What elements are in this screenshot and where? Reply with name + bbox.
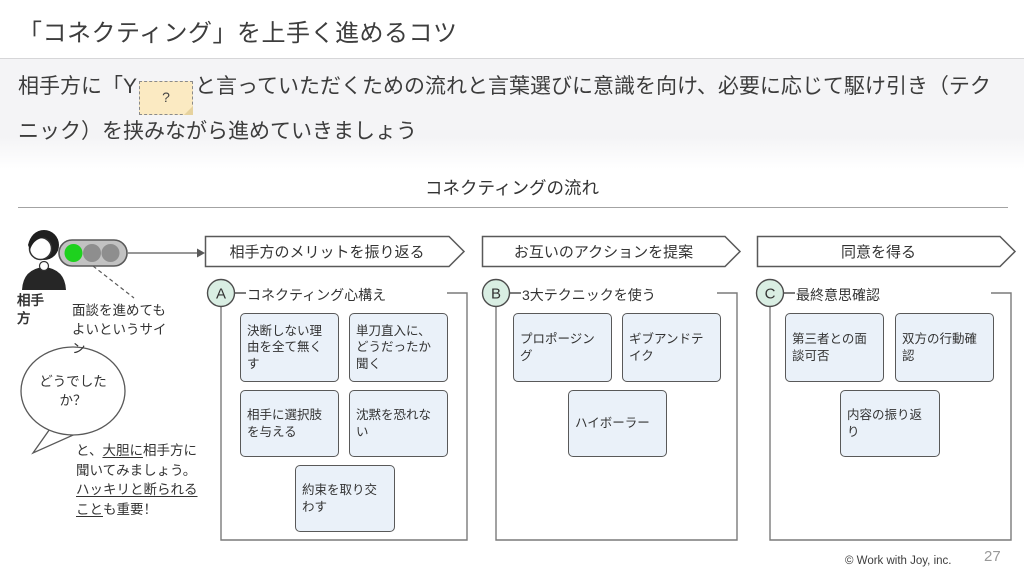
group-b-item-box: プロポージング <box>513 313 612 382</box>
group-b-badge <box>481 278 511 308</box>
speech-bubble-text: どうでしたか？ <box>39 374 107 408</box>
group-c-bracket <box>769 292 1012 541</box>
page-number: 27 <box>984 548 1001 565</box>
group-b-item-box: ギブアンドテイク <box>622 313 721 382</box>
group-c-item-box: 第三者との面談可否 <box>785 313 884 382</box>
stage-label-2: お互いのアクションを提案 <box>513 244 694 261</box>
group-a-item-box: 単刀直入に、どうだったか聞く <box>349 313 448 382</box>
diagram-title: コネクティングの流れ <box>425 178 599 198</box>
person-icon <box>22 230 66 290</box>
stage-label-3: 同意を得る <box>840 244 916 261</box>
counterpart-label: 相手方 <box>17 293 44 326</box>
group-a-item-box: 沈黙を恐れない <box>349 390 448 457</box>
connector-arrowhead <box>197 248 205 258</box>
stage-chevron-2 <box>481 235 742 268</box>
hidden-answer-box[interactable]: ? <box>139 81 194 115</box>
advice-segment-underlined: 大胆に <box>102 443 143 458</box>
advice-segment-underlined: ハッキリと断られること <box>76 482 198 517</box>
intro-text: 相手方に「Y?と言っていただくための流れと言葉選びに意識を向け、必要に応じて駆け… <box>18 70 1010 149</box>
advice-text: と、大胆に相手方に聞いてみましょう。ハッキリと断られることも重要！ <box>76 441 198 519</box>
group-c-item-box: 内容の振り返り <box>840 390 940 457</box>
group-a-bracket <box>220 292 468 541</box>
stage-label-1: 相手方のメリットを振り返る <box>229 244 425 261</box>
group-a-label: コネクティング心構え <box>247 287 387 303</box>
group-a-item-box: 約束を取り交わす <box>295 465 395 532</box>
footer-copyright: © Work with Joy, inc. <box>845 555 952 567</box>
advice-segment: 相手方に聞いてみましょう。 <box>76 443 197 478</box>
intro-rest: と言っていただくための流れと言葉選びに意識を向け、必要に応じて駆け引き（テクニッ… <box>18 75 991 143</box>
stage-chevron-1 <box>204 235 466 268</box>
group-a-item-box: 決断しない理由を全て無くす <box>240 313 339 382</box>
stage-chevron-3 <box>756 235 1017 268</box>
group-b-badge-letter: B <box>491 286 501 303</box>
group-c-badge <box>755 278 785 308</box>
speech-bubble <box>20 346 126 455</box>
page-title: 「コネクティング」を上手く進めるコツ <box>18 20 458 47</box>
group-b-item-box: ハイボーラー <box>568 390 667 457</box>
diagram-divider <box>18 207 1008 208</box>
group-b-label: 3大テクニックを使う <box>522 287 656 303</box>
signal-note: 面談を進めてもよいというサイン <box>72 303 167 356</box>
group-c-badge-letter: C <box>765 286 776 303</box>
signal-green-light <box>64 244 83 262</box>
advice-segment: と、 <box>76 443 103 458</box>
group-a-item-box: 相手に選択肢を与える <box>240 390 339 457</box>
signal-note-dashed-line <box>92 265 135 299</box>
group-c-item-box: 双方の行動確認 <box>895 313 994 382</box>
intro-lead: 相手方に「Y <box>18 75 138 98</box>
traffic-light-icon <box>58 239 128 267</box>
advice-segment: も重要！ <box>103 501 157 517</box>
group-a-badge <box>206 278 236 308</box>
group-c-label: 最終意思確認 <box>796 287 880 303</box>
signal-gray-light-2 <box>101 244 120 262</box>
group-b-bracket <box>495 292 738 541</box>
signal-gray-light-1 <box>83 244 101 262</box>
group-a-badge-letter: A <box>216 286 226 303</box>
